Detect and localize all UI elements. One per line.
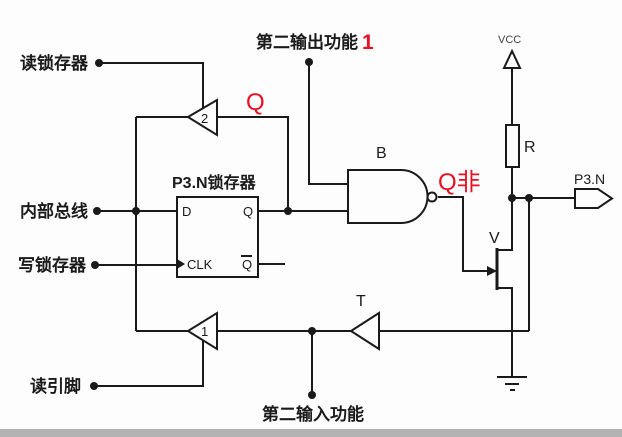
- latch-p3n: P3.N锁存器 D Q CLK Q: [172, 173, 259, 278]
- resistor-label: R: [524, 139, 536, 156]
- dot-alt-output: [305, 58, 313, 66]
- wire-alt-output-to-nand: [308, 62, 348, 185]
- dot-read-pin: [90, 382, 98, 390]
- annotation-q: Q: [246, 89, 265, 116]
- alt-input-buffer: T: [349, 293, 380, 351]
- read-pin-buffer: 1: [186, 311, 218, 351]
- pin-symbol: [574, 188, 614, 209]
- dot-write-latch: [91, 261, 99, 269]
- output-transistor: V: [487, 230, 500, 290]
- latch-box: [176, 196, 259, 278]
- wire-read-pin-control: [94, 341, 204, 387]
- vcc-arrow-icon: [502, 48, 522, 69]
- pin-label: P3.N: [574, 171, 605, 187]
- wire-source-to-ground: [497, 287, 513, 377]
- read-latch-buffer: 2: [186, 98, 218, 137]
- label-write-latch: 写锁存器: [18, 255, 87, 275]
- label-read-latch: 读锁存器: [20, 53, 89, 73]
- buffer-t-label: T: [356, 293, 366, 310]
- nand-label: B: [376, 145, 387, 162]
- junction-dots: [90, 58, 533, 399]
- nand-body: [347, 169, 429, 224]
- bottom-bar: [0, 429, 622, 437]
- latch-d-label: D: [182, 204, 191, 219]
- label-internal-bus: 内部总线: [20, 201, 88, 221]
- resistor-body: [505, 124, 520, 168]
- ground-symbol: [497, 376, 527, 391]
- wire-nand-to-gate: [438, 196, 490, 272]
- red-annotations: 1 Q Q非: [246, 31, 481, 196]
- dot-read-latch: [95, 59, 103, 67]
- wires: [94, 62, 575, 395]
- annotation-q-bar: Q非: [438, 169, 481, 196]
- wire-drain: [497, 198, 513, 251]
- latch-title: P3.N锁存器: [172, 173, 257, 192]
- latch-q-label: Q: [243, 204, 253, 219]
- buffer1-triangle: [186, 311, 218, 351]
- clock-edge-wedge: [177, 259, 185, 269]
- pin-p3n: P3.N: [574, 171, 614, 209]
- buffer2-label: 2: [201, 111, 208, 126]
- dot-drain-node: [508, 194, 516, 202]
- nand-gate: B: [347, 145, 438, 224]
- vcc-supply: VCC: [498, 34, 522, 69]
- dot-internal-bus: [93, 207, 101, 215]
- pullup-resistor: R: [505, 124, 536, 168]
- dot-bus-junction: [132, 207, 140, 215]
- latch-qbar-label: Q: [242, 257, 252, 272]
- buffer-t-triangle: [349, 311, 380, 351]
- label-alt-input-function: 第二输入功能: [262, 404, 364, 424]
- label-read-pin: 读引脚: [30, 376, 81, 396]
- wire-read-latch-control: [99, 62, 204, 108]
- wire-q-to-buffer2: [217, 116, 289, 211]
- buffer2-triangle: [186, 98, 218, 137]
- vcc-label: VCC: [498, 34, 521, 46]
- dot-alt-input-junction: [308, 327, 316, 335]
- label-alt-output-function: 第二输出功能: [256, 32, 358, 52]
- dot-pin-node: [525, 194, 533, 202]
- dot-q-junction: [284, 207, 292, 215]
- annotation-one: 1: [362, 31, 374, 54]
- buffer1-label: 1: [201, 324, 208, 339]
- signal-labels: 读锁存器 内部总线 写锁存器 读引脚 第二输出功能 第二输入功能: [18, 32, 364, 424]
- transistor-gate-arrow-icon: [487, 266, 497, 276]
- dot-alt-input: [308, 391, 316, 399]
- transistor-label: V: [489, 230, 500, 247]
- latch-clk-label: CLK: [187, 257, 213, 272]
- nand-bubble: [426, 191, 438, 203]
